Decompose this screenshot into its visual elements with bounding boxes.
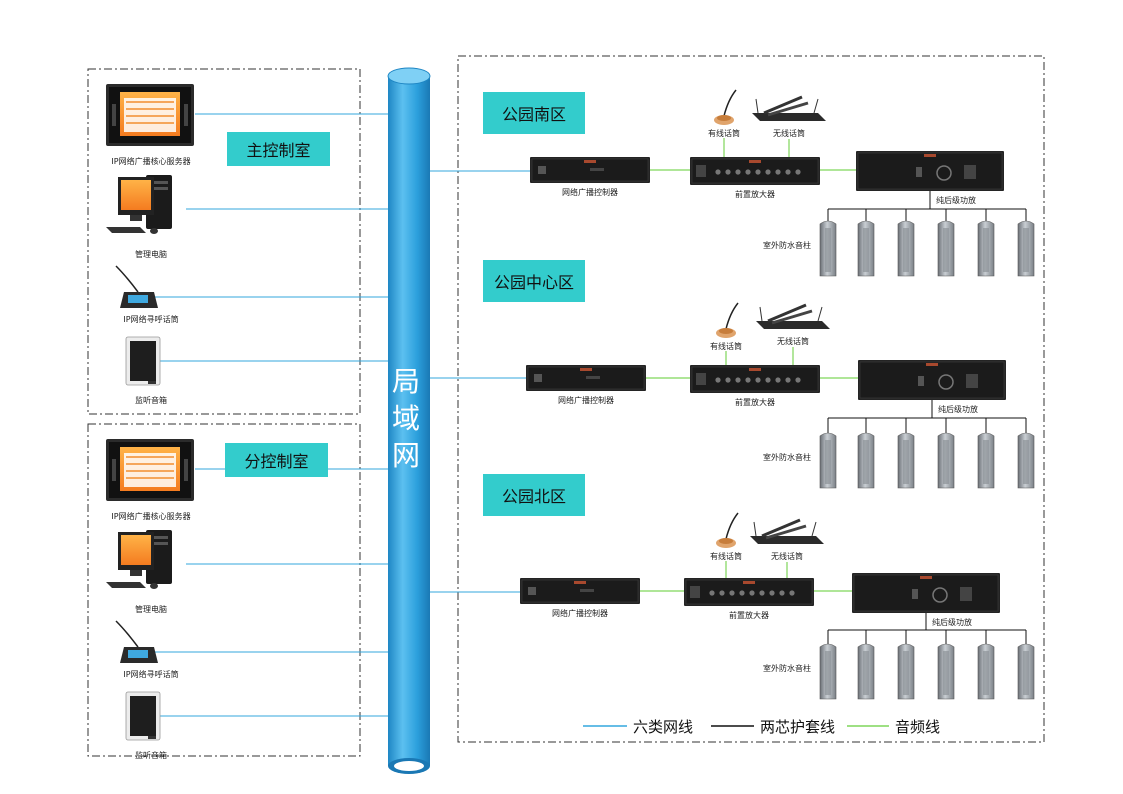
outdoor-column-speaker-icon bbox=[857, 432, 875, 489]
computer-icon bbox=[106, 530, 172, 589]
lan-pipe bbox=[387, 67, 431, 774]
outdoor-column-speaker-icon bbox=[897, 432, 915, 489]
outdoor-column-speaker-icon bbox=[819, 643, 837, 700]
devices-layer bbox=[106, 67, 1035, 774]
outdoor-speakers-label: 室外防水音柱 bbox=[763, 241, 811, 250]
control-room-title: 主控制室 bbox=[227, 132, 330, 166]
preamp-label: 前置放大器 bbox=[735, 190, 775, 199]
paging-mic-label: IP网络寻呼话筒 bbox=[123, 670, 179, 679]
lan-label-char: 局 bbox=[392, 365, 421, 398]
outdoor-column-speaker-icon bbox=[819, 220, 837, 277]
amplifier-icon bbox=[856, 151, 1004, 191]
outdoor-column-speaker-icon bbox=[1017, 432, 1035, 489]
computer-icon bbox=[106, 175, 172, 234]
preamp-icon bbox=[690, 365, 820, 393]
sub-control-room-frame bbox=[87, 423, 361, 757]
wireless-mic-label: 无线话筒 bbox=[771, 552, 803, 561]
lan-label-char: 网 bbox=[392, 439, 421, 472]
outdoor-column-speaker-icon bbox=[857, 220, 875, 277]
outdoor-column-speaker-icon bbox=[857, 643, 875, 700]
outdoor-column-speaker-icon bbox=[897, 643, 915, 700]
outdoor-column-speaker-icon bbox=[1017, 220, 1035, 277]
monitor-speaker-icon bbox=[125, 691, 161, 741]
wired-mic-icon bbox=[714, 89, 737, 125]
legend-label: 六类网线 bbox=[633, 718, 694, 736]
wireless-mic-label: 无线话筒 bbox=[773, 129, 805, 138]
paging-mic-label: IP网络寻呼话筒 bbox=[123, 315, 179, 324]
network-controller-icon bbox=[530, 157, 650, 183]
zone-title: 公园南区 bbox=[483, 92, 585, 134]
wireless-mic-icon bbox=[756, 303, 830, 329]
preamp-label: 前置放大器 bbox=[729, 611, 769, 620]
outdoor-column-speaker-icon bbox=[1017, 643, 1035, 700]
outdoor-column-speaker-icon bbox=[977, 432, 995, 489]
amplifier-label: 纯后级功放 bbox=[938, 405, 978, 414]
paging-mic-icon bbox=[115, 265, 158, 308]
wired-mic-label: 有线话筒 bbox=[710, 342, 742, 351]
outdoor-column-speaker-icon bbox=[937, 220, 955, 277]
zone-title: 公园北区 bbox=[483, 474, 585, 516]
network-controller-label: 网络广播控制器 bbox=[558, 396, 614, 405]
server-icon bbox=[106, 439, 194, 501]
wireless-mic-icon bbox=[750, 518, 824, 544]
outdoor-column-speaker-icon bbox=[937, 643, 955, 700]
wired-mic-icon bbox=[716, 512, 739, 548]
outdoor-speakers-label: 室外防水音柱 bbox=[763, 664, 811, 673]
main-control-room-frame bbox=[87, 68, 361, 415]
preamp-label: 前置放大器 bbox=[735, 398, 775, 407]
computer-label: 管理电脑 bbox=[135, 250, 167, 259]
network-controller-icon bbox=[526, 365, 646, 391]
wired-mic-label: 有线话筒 bbox=[710, 552, 742, 561]
outdoor-column-speaker-icon bbox=[937, 432, 955, 489]
control-room-title: 分控制室 bbox=[225, 443, 328, 477]
outdoor-speakers-label: 室外防水音柱 bbox=[763, 453, 811, 462]
zone-title: 公园中心区 bbox=[483, 260, 585, 302]
amplifier-label: 纯后级功放 bbox=[932, 618, 972, 627]
amplifier-icon bbox=[858, 360, 1006, 400]
legend-label: 音频线 bbox=[895, 718, 941, 736]
connection-lines bbox=[87, 55, 1045, 757]
monitor-speaker-label: 监听音箱 bbox=[135, 751, 167, 760]
lan-label-char: 域 bbox=[392, 402, 421, 435]
outdoor-column-speaker-icon bbox=[897, 220, 915, 277]
network-controller-icon bbox=[520, 578, 640, 604]
wireless-mic-icon bbox=[752, 95, 826, 121]
server-label: IP网络广播核心服务器 bbox=[111, 512, 191, 521]
network-controller-label: 网络广播控制器 bbox=[552, 609, 608, 618]
network-controller-label: 网络广播控制器 bbox=[562, 188, 618, 197]
outdoor-column-speaker-icon bbox=[977, 643, 995, 700]
preamp-icon bbox=[690, 157, 820, 185]
computer-label: 管理电脑 bbox=[135, 605, 167, 614]
preamp-icon bbox=[684, 578, 814, 606]
amplifier-label: 纯后级功放 bbox=[936, 196, 976, 205]
amplifier-icon bbox=[852, 573, 1000, 613]
outdoor-column-speaker-icon bbox=[819, 432, 837, 489]
wired-mic-label: 有线话筒 bbox=[708, 129, 740, 138]
server-icon bbox=[106, 84, 194, 146]
monitor-speaker-icon bbox=[125, 336, 161, 386]
paging-mic-icon bbox=[115, 620, 158, 663]
monitor-speaker-label: 监听音箱 bbox=[135, 396, 167, 405]
park-zones-frame bbox=[457, 55, 1045, 743]
legend-label: 两芯护套线 bbox=[760, 718, 836, 736]
outdoor-column-speaker-icon bbox=[977, 220, 995, 277]
wired-mic-icon bbox=[716, 302, 739, 338]
wireless-mic-label: 无线话筒 bbox=[777, 337, 809, 346]
server-label: IP网络广播核心服务器 bbox=[111, 157, 191, 166]
